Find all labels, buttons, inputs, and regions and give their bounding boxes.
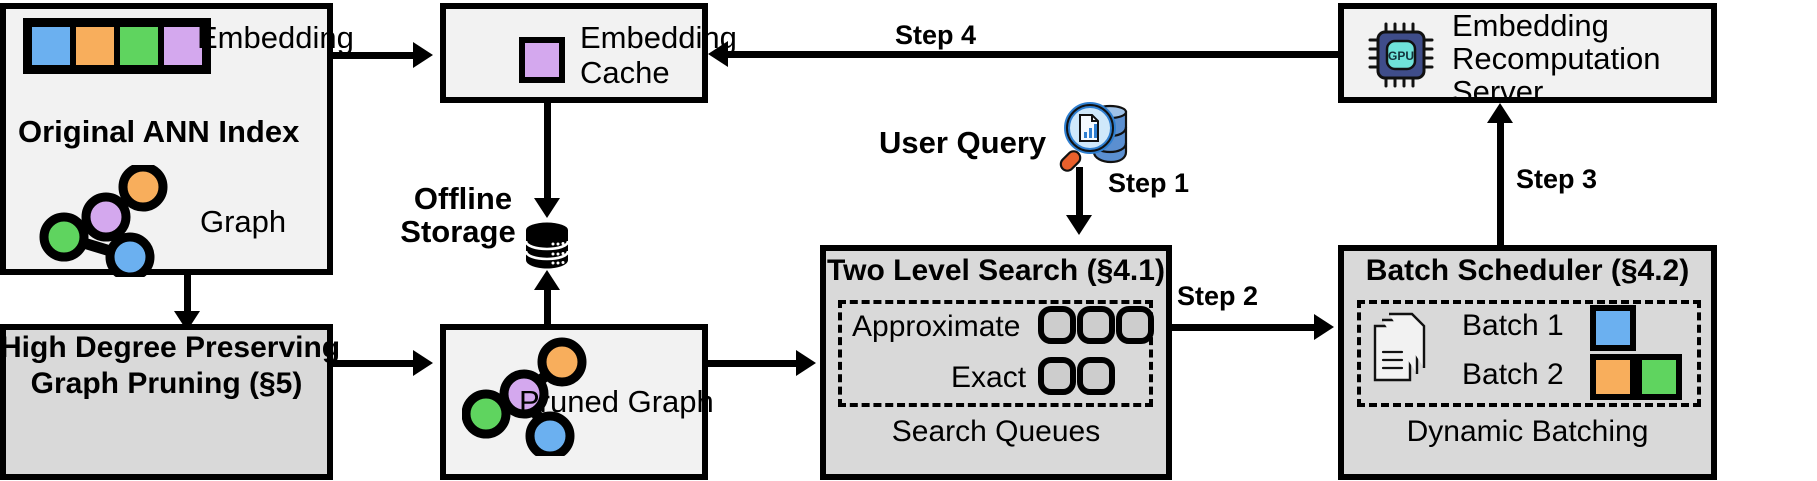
- step3-arrow-head: [1487, 103, 1513, 123]
- original-index-graph-icon: [39, 165, 168, 277]
- step2-arrow-bar: [1172, 324, 1316, 331]
- gpu-chip-icon: GPU: [1368, 22, 1434, 88]
- embedding-label: Embedding: [197, 20, 354, 55]
- embedding-cache-title-line1: Embedding: [580, 20, 737, 55]
- graph-pruning-panel: [0, 324, 333, 480]
- step1-arrow-head: [1066, 215, 1092, 235]
- two-level-search-title: Two Level Search (§4.1): [827, 254, 1165, 287]
- batch-2-chip-green: [1636, 354, 1682, 400]
- embedding-chip-blue: [29, 24, 73, 68]
- embedding-chip-orange: [73, 24, 117, 68]
- step3-arrow-bar: [1497, 122, 1504, 272]
- arrow-prunedgraph-to-search-head: [796, 350, 816, 376]
- dynamic-batching-caption: Dynamic Batching: [1406, 415, 1649, 448]
- arrow-pruned-to-storage-head: [534, 270, 560, 290]
- arrow-cache-to-storage-head: [534, 198, 560, 218]
- approximate-row-label: Approximate: [852, 310, 1021, 343]
- arrow-pruning-to-prunedgraph-head: [413, 350, 433, 376]
- recomputation-server-panel: [1338, 3, 1717, 103]
- graph-label: Graph: [200, 204, 287, 239]
- step4-label: Step 4: [895, 20, 977, 50]
- embedding-cache-title-line2: Cache: [580, 55, 670, 90]
- exact-queue-slot-1: [1038, 357, 1076, 395]
- arrow-index-to-pruning-bar: [184, 275, 191, 313]
- approximate-queue-slot-2: [1077, 306, 1115, 344]
- step4-arrow-bar: [726, 51, 1341, 58]
- search-queues-caption: Search Queues: [891, 415, 1101, 448]
- embedding-cache-panel: [440, 3, 708, 103]
- arrow-index-to-cache-bar: [333, 52, 415, 59]
- embedding-chip-strip: [23, 18, 211, 74]
- embedding-chip-purple: [161, 24, 205, 68]
- offline-storage-line2: Storage: [400, 214, 516, 249]
- arrow-pruned-to-storage-bar: [544, 290, 551, 326]
- step1-label: Step 1: [1108, 168, 1190, 198]
- arrow-index-to-cache-head: [413, 42, 433, 68]
- graph-pruning-line2: Graph Pruning (§5): [30, 367, 303, 400]
- batch-1-chip-blue: [1590, 305, 1636, 351]
- arrow-prunedgraph-to-search-bar: [708, 360, 798, 367]
- graph-pruning-line1: High Degree Preserving: [0, 331, 341, 364]
- embedding-cache-swatch: [519, 37, 565, 83]
- batch-scheduler-title: Batch Scheduler (§4.2): [1365, 254, 1690, 287]
- two-level-search-panel: [820, 245, 1172, 480]
- approximate-queue-slot-1: [1038, 306, 1076, 344]
- dynamic-batching-dashed-area: [1357, 300, 1701, 407]
- step3-label: Step 3: [1516, 164, 1598, 194]
- arrow-cache-to-storage-bar: [544, 103, 551, 200]
- search-queues-dashed-area: [838, 300, 1153, 407]
- batch-2-chip-orange: [1590, 354, 1636, 400]
- recomputation-server-line3: Server: [1452, 74, 1544, 109]
- exact-queue-slot-2: [1077, 357, 1115, 395]
- offline-storage-line1: Offline: [413, 181, 513, 216]
- database-cylinder-icon: [524, 222, 570, 269]
- recomputation-server-line1: Embedding: [1452, 8, 1609, 43]
- batch-2-label: Batch 2: [1462, 358, 1564, 391]
- step2-arrow-head: [1314, 314, 1334, 340]
- embedding-chip-green: [117, 24, 161, 68]
- svg-text:GPU: GPU: [1388, 49, 1414, 63]
- pruned-graph-icon: [462, 337, 587, 456]
- step1-arrow-bar: [1076, 167, 1083, 219]
- batch-1-label: Batch 1: [1462, 309, 1564, 342]
- magnifier-database-icon: [1059, 102, 1128, 172]
- original-ann-index-title: Original ANN Index: [18, 114, 300, 149]
- user-query-label: User Query: [879, 125, 1047, 160]
- step2-label: Step 2: [1177, 281, 1259, 311]
- pruned-graph-label: Pruned Graph: [519, 384, 714, 419]
- arrow-pruning-to-prunedgraph-bar: [333, 360, 415, 367]
- exact-row-label: Exact: [951, 361, 1027, 394]
- recomputation-server-line2: Recomputation: [1452, 41, 1661, 76]
- approximate-queue-slot-3: [1116, 306, 1154, 344]
- documents-icon: [1373, 312, 1426, 382]
- step4-arrow-head: [708, 41, 728, 67]
